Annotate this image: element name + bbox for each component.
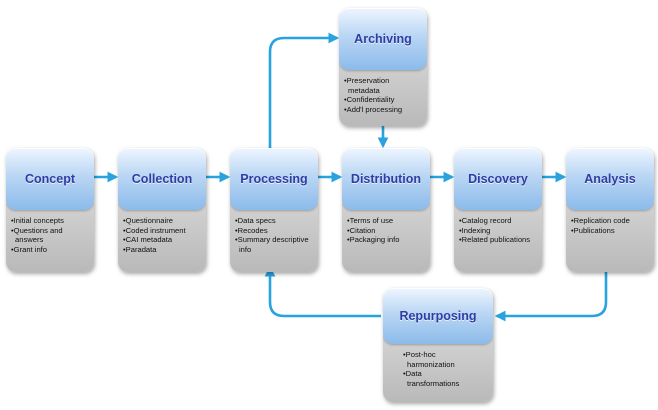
node-archiving-item: Preservation metadata xyxy=(344,76,423,95)
node-discovery-item: Indexing xyxy=(459,226,538,236)
node-processing-item: Data specs xyxy=(235,216,314,226)
node-distribution-body: Terms of use Citation Packaging info xyxy=(342,210,430,245)
node-distribution-item: Citation xyxy=(347,226,426,236)
node-analysis-item: Replication code xyxy=(571,216,650,226)
node-analysis-title: Analysis xyxy=(584,172,636,186)
node-concept: Concept Initial concepts Questions and a… xyxy=(6,148,94,272)
node-collection-item: Questionnaire xyxy=(123,216,202,226)
node-analysis-header: Analysis xyxy=(566,148,654,210)
node-archiving-header: Archiving xyxy=(339,8,427,70)
node-concept-header: Concept xyxy=(6,148,94,210)
node-collection-header: Collection xyxy=(118,148,206,210)
node-processing-header: Processing xyxy=(230,148,318,210)
node-processing: Processing Data specs Recodes Summary de… xyxy=(230,148,318,272)
node-concept-title: Concept xyxy=(25,172,75,186)
node-repurposing: Repurposing Post-hoc harmonization Data … xyxy=(383,288,493,402)
node-collection-item: Paradata xyxy=(123,245,202,255)
node-distribution-item: Packaging info xyxy=(347,235,426,245)
node-repurposing-item: Data transformations xyxy=(403,369,463,388)
node-discovery-body: Catalog record Indexing Related publicat… xyxy=(454,210,542,245)
node-discovery-item: Related publications xyxy=(459,235,538,245)
node-discovery-title: Discovery xyxy=(468,172,528,186)
node-collection-item: Coded instrument xyxy=(123,226,202,236)
node-distribution-item: Terms of use xyxy=(347,216,426,226)
node-analysis-body: Replication code Publications xyxy=(566,210,654,235)
arrow-processing-archiving xyxy=(268,32,340,148)
node-archiving: Archiving Preservation metadata Confiden… xyxy=(339,8,427,126)
node-archiving-item: Add'l processing xyxy=(344,105,423,115)
node-repurposing-item: Post-hoc harmonization xyxy=(403,350,463,369)
node-analysis-item: Publications xyxy=(571,226,650,236)
node-archiving-title: Archiving xyxy=(354,32,412,46)
node-processing-title: Processing xyxy=(240,172,308,186)
node-discovery-header: Discovery xyxy=(454,148,542,210)
node-repurposing-body: Post-hoc harmonization Data transformati… xyxy=(383,344,493,388)
node-concept-body: Initial concepts Questions and answers G… xyxy=(6,210,94,254)
node-processing-item: Recodes xyxy=(235,226,314,236)
node-collection-item: CAI metadata xyxy=(123,235,202,245)
node-concept-item: Initial concepts xyxy=(11,216,90,226)
node-distribution: Distribution Terms of use Citation Packa… xyxy=(342,148,430,272)
node-concept-item: Grant info xyxy=(11,245,90,255)
node-collection-title: Collection xyxy=(131,172,193,186)
node-processing-body: Data specs Recodes Summary descriptive i… xyxy=(230,210,318,254)
node-discovery-item: Catalog record xyxy=(459,216,538,226)
node-archiving-item: Confidentiality xyxy=(344,95,423,105)
node-collection-body: Questionnaire Coded instrument CAI metad… xyxy=(118,210,206,254)
node-discovery: Discovery Catalog record Indexing Relate… xyxy=(454,148,542,272)
node-analysis: Analysis Replication code Publications xyxy=(566,148,654,272)
node-collection: Collection Questionnaire Coded instrumen… xyxy=(118,148,206,272)
arrow-analysis-repurposing xyxy=(494,264,608,322)
node-concept-item: Questions and answers xyxy=(11,226,90,245)
node-repurposing-title: Repurposing xyxy=(399,309,477,323)
node-repurposing-header: Repurposing xyxy=(383,288,493,344)
arrow-repurposing-processing xyxy=(264,265,381,318)
node-distribution-title: Distribution xyxy=(350,172,422,186)
node-processing-item: Summary descriptive info xyxy=(235,235,314,254)
node-distribution-header: Distribution xyxy=(342,148,430,210)
node-archiving-body: Preservation metadata Confidentiality Ad… xyxy=(339,70,427,114)
